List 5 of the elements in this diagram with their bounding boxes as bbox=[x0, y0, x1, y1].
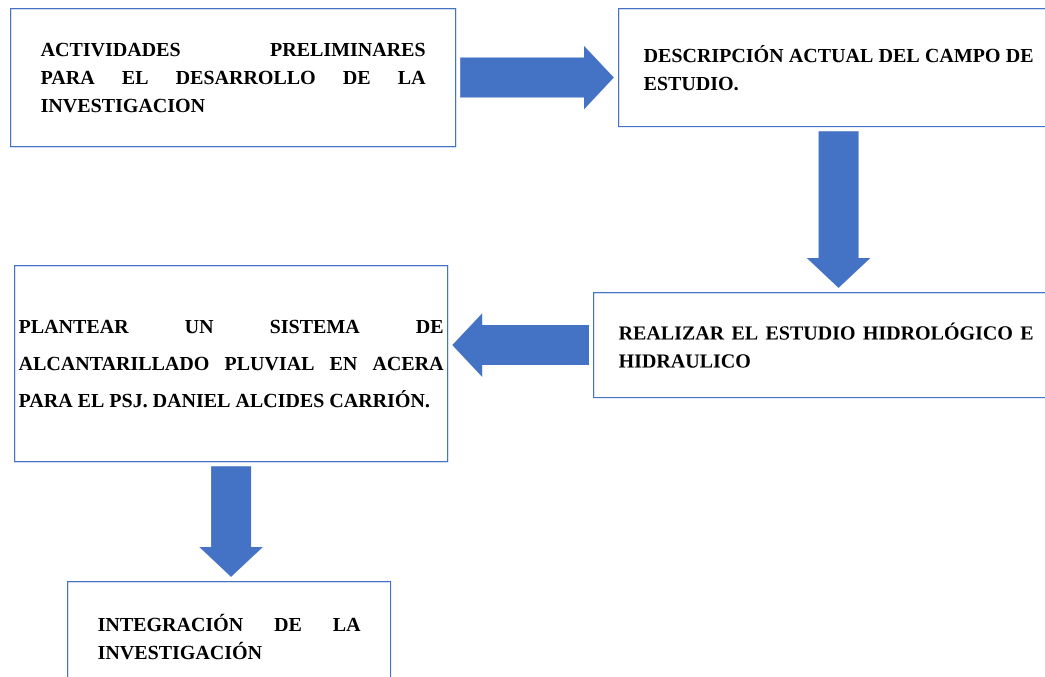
process-box: REALIZAR EL ESTUDIO HIDROLÓGICO E HIDRAULICO bbox=[593, 292, 1045, 399]
process-box: DESCRIPCIÓN ACTUAL DEL CAMPO DE ESTUDIO. bbox=[618, 8, 1045, 128]
process-box: INTEGRACIÓN DE LA INVESTIGACIÓN bbox=[67, 581, 392, 677]
process-box: ACTIVIDADES PRELIMINARES PARA EL DESARROLLO DE LA INVESTIGACION bbox=[10, 8, 457, 148]
process-box: PLANTEAR UN SISTEMA DE ALCANTARILLADO PLUVIAL EN ACERA PARA EL PSJ. DANIEL ALCIDES CARRIÓN. bbox=[14, 265, 449, 463]
